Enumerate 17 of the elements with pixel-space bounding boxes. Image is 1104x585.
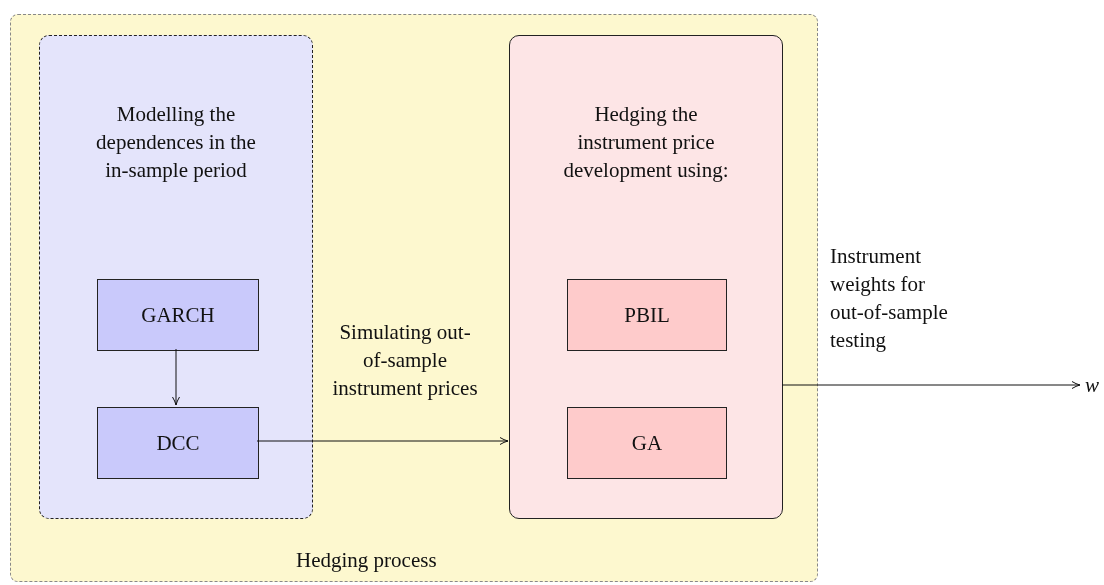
frame-title: Hedging process xyxy=(296,548,437,573)
process-box xyxy=(567,279,727,351)
edge-label: Simulating out-of-sample instrument prices xyxy=(331,319,479,402)
box-label: DCC xyxy=(155,430,201,457)
box-label: PBIL xyxy=(623,302,671,329)
panel-heading: Modelling the dependences in the in-sample period xyxy=(95,101,257,184)
group-panel xyxy=(509,35,783,519)
box-label: GA xyxy=(630,430,664,457)
process-box xyxy=(567,407,727,479)
process-box xyxy=(97,279,259,351)
process-frame xyxy=(10,14,818,582)
group-panel xyxy=(39,35,313,519)
box-label: GARCH xyxy=(140,302,216,329)
process-box xyxy=(97,407,259,479)
panel-heading: Hedging the instrument price development using: xyxy=(562,101,730,184)
edge-label: Instrument weights for out-of-sample testing xyxy=(830,243,948,354)
output-symbol: w xyxy=(1085,372,1097,399)
